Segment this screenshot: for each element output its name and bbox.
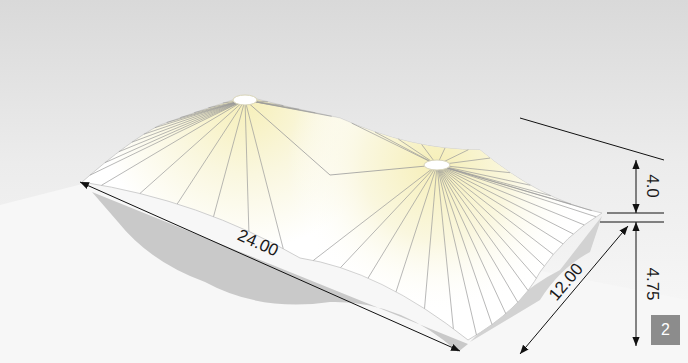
cable-line (155, 100, 245, 128)
dimension-line (636, 222, 637, 346)
dimension-line (80, 182, 460, 351)
dimension-lines (80, 118, 664, 354)
cable-line (341, 165, 438, 268)
cable-line (437, 165, 553, 254)
cable-line (437, 165, 506, 314)
mast-ring (233, 95, 257, 105)
cable-line (90, 100, 245, 175)
cable-line (177, 100, 245, 204)
cable-line (144, 100, 245, 134)
cable-line (119, 100, 245, 152)
cable-line (396, 165, 437, 292)
dimension-line (520, 226, 628, 354)
figure-number-badge: 2 (651, 315, 680, 345)
cable-line (437, 165, 536, 278)
cable-line (132, 100, 245, 142)
cable-line (245, 100, 283, 249)
cable-line (437, 165, 530, 185)
cable-line (437, 165, 596, 217)
cable-line (352, 123, 437, 165)
figure-number: 2 (661, 322, 670, 338)
dimension-height: 4.75 (644, 267, 661, 300)
cable-line (437, 165, 592, 211)
cable-line (313, 165, 437, 260)
extension-line (600, 222, 664, 223)
cable-line (214, 100, 245, 217)
cable-line (425, 165, 438, 309)
dimension-height: 4.0 (644, 174, 661, 198)
cable-line (437, 165, 571, 204)
cable-line (102, 100, 245, 185)
cable-line (245, 100, 249, 232)
cable-line (437, 165, 563, 244)
cable-line (105, 100, 245, 163)
extension-line (520, 118, 664, 160)
cable-line (437, 165, 551, 196)
cable-line (140, 100, 245, 194)
cable-line (437, 165, 544, 266)
mast-ring (424, 160, 450, 170)
valley-cable (245, 100, 437, 175)
cable-line (245, 100, 332, 116)
cable-line (437, 165, 584, 225)
dimension-line (636, 160, 637, 213)
cable-line (368, 165, 437, 278)
